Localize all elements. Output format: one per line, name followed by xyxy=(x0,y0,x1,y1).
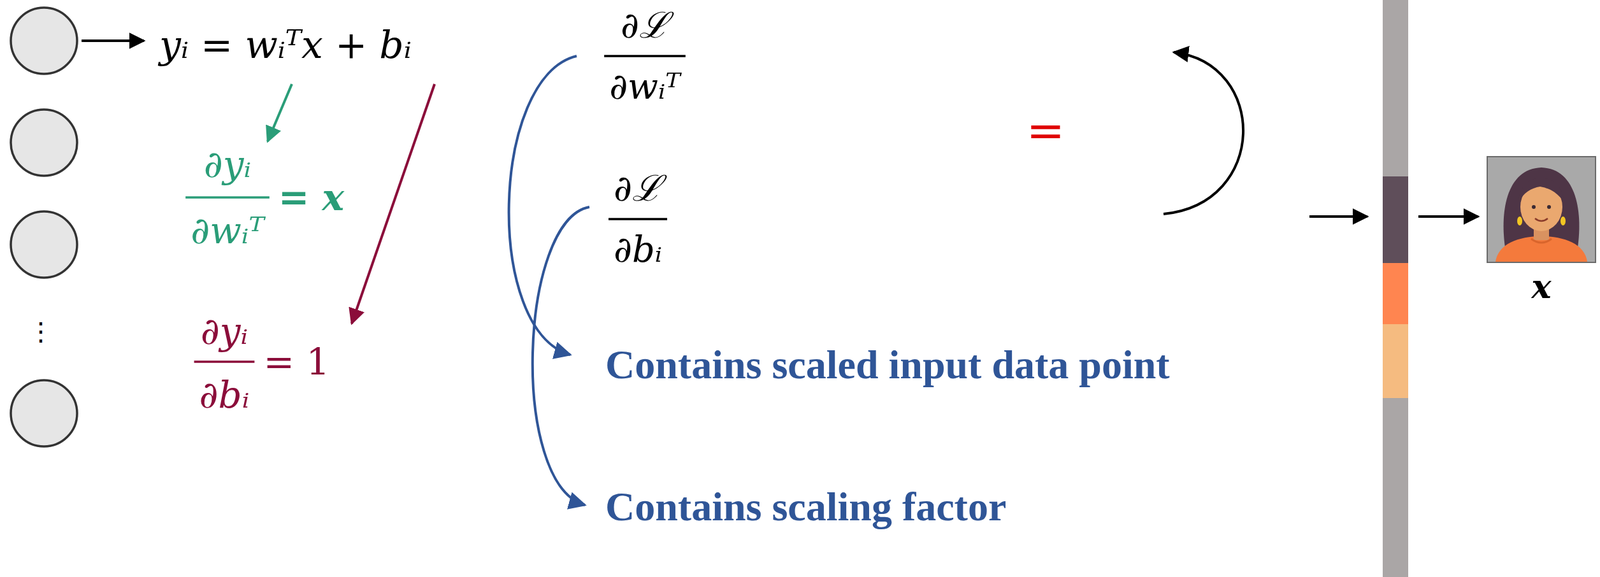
input-arrow xyxy=(1309,215,1368,218)
bracket-arrow xyxy=(509,56,577,355)
bar-segment xyxy=(1382,176,1409,264)
portrait-illustration xyxy=(1487,156,1596,263)
fraction-denominator: ∂bᵢ xyxy=(199,374,250,417)
fraction-numerator: ∂yᵢ xyxy=(200,310,248,354)
portrait-eye xyxy=(1547,205,1551,210)
fraction-bar xyxy=(185,196,270,199)
gradient-bar xyxy=(1382,0,1409,577)
portrait-collar xyxy=(1531,238,1552,243)
fraction-bar xyxy=(194,360,255,364)
fraction-bar xyxy=(608,217,668,221)
fraction-numerator: ∂ℒ xyxy=(613,168,663,210)
derivative-arrow xyxy=(351,84,435,324)
annotation: Contains scaling factor xyxy=(605,483,1007,531)
fraction-numerator: ∂yᵢ xyxy=(203,143,252,187)
equation-result: = x xyxy=(278,176,345,220)
equals-sign: = xyxy=(1026,104,1065,158)
output-arrow xyxy=(1418,215,1479,218)
portrait-frame xyxy=(1487,156,1596,263)
equation: yᵢ = wᵢᵀx + bᵢ xyxy=(159,22,412,67)
fraction-numerator: ∂ℒ xyxy=(620,5,670,46)
bar-segment xyxy=(1382,324,1409,399)
derivative-arrow xyxy=(267,84,292,142)
fraction-denominator: ∂bᵢ xyxy=(613,229,663,271)
neuron-circle xyxy=(10,211,78,278)
portrait-earring xyxy=(1560,216,1566,226)
neuron-circle xyxy=(10,109,78,176)
reconstruction-arrow xyxy=(1163,52,1244,215)
ellipsis: ⋮ xyxy=(28,316,54,346)
fraction-bar xyxy=(604,54,686,58)
portrait-bangs xyxy=(1518,177,1565,204)
neuron-column xyxy=(10,7,78,447)
fraction-denominator: ∂wᵢᵀ xyxy=(190,209,265,253)
portrait-smile xyxy=(1535,218,1548,222)
fraction-bars xyxy=(185,56,686,362)
portrait-eye xyxy=(1531,205,1536,210)
image-node: x xyxy=(1486,156,1597,305)
bar-background xyxy=(1382,0,1409,577)
bracket-arrow xyxy=(532,207,590,506)
annotation: Contains scaled input data point xyxy=(605,341,1170,389)
image-caption: x xyxy=(1486,268,1597,305)
portrait-earring xyxy=(1517,216,1523,226)
bar-segment xyxy=(1382,263,1409,325)
equation-result: = 1 xyxy=(263,340,330,384)
neuron-circle xyxy=(10,380,78,447)
output-arrow xyxy=(81,39,145,43)
fraction-denominator: ∂wᵢᵀ xyxy=(609,66,681,108)
portrait-hair xyxy=(1503,167,1580,252)
neuron-circle xyxy=(10,7,78,74)
